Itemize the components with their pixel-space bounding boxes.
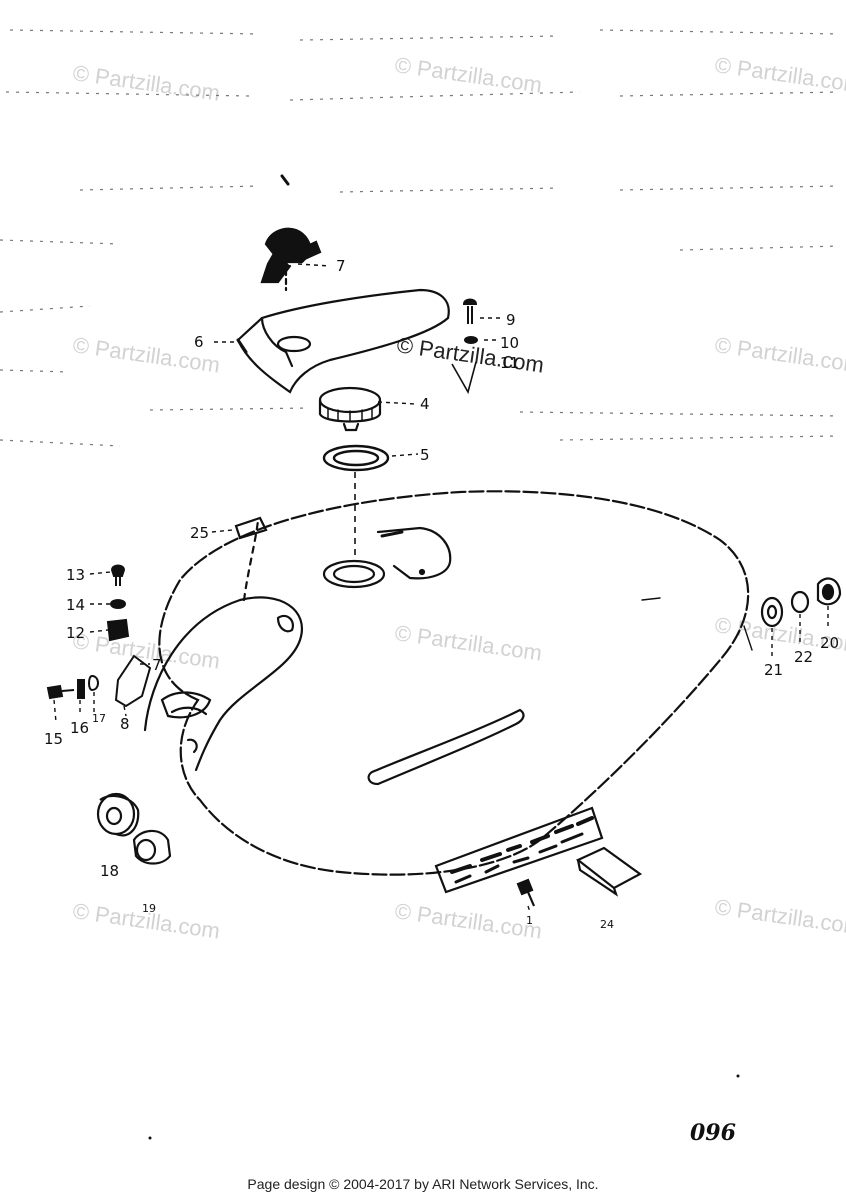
callout-7: 7: [336, 257, 346, 275]
fuel-cap: [318, 386, 382, 432]
footer-copyright: Page design © 2004-2017 by ARI Network S…: [247, 1176, 599, 1192]
callout-22: 22: [794, 648, 813, 666]
callout-15: 15: [44, 730, 63, 748]
cushions-left: [96, 792, 172, 865]
callout-25: 25: [190, 524, 209, 542]
cushions-right: [760, 577, 842, 628]
watermark: © Partzilla.com: [713, 52, 846, 97]
watermarks: © Partzilla.com © Partzilla.com © Partzi…: [71, 52, 846, 943]
cap-lock: [260, 174, 322, 292]
watermark: © Partzilla.com: [71, 628, 221, 673]
screw-9: [451, 298, 478, 395]
callout-10: 10: [500, 334, 519, 352]
callout-18: 18: [100, 862, 119, 880]
watermark: © Partzilla.com: [713, 332, 846, 377]
callout-12: 12: [66, 624, 85, 642]
callout-6: 6: [194, 333, 204, 351]
callout-13: 13: [66, 566, 85, 584]
scan-noise: [0, 29, 841, 447]
watermark: © Partzilla.com: [393, 52, 543, 97]
callout-4: 4: [420, 395, 430, 413]
watermark: © Partzilla.com: [393, 898, 543, 943]
gasket: [322, 444, 390, 472]
page-number: 096: [690, 1120, 736, 1146]
callout-20: 20: [820, 634, 839, 652]
tank-top-cover: [236, 288, 450, 394]
emblem: [434, 806, 604, 894]
callout-labels: 7 6 9 10 11 4 5 25 13 14 12 7 15 16 17 8…: [44, 257, 839, 931]
bottom-parts: [516, 846, 643, 907]
callout-17: 17: [92, 712, 106, 725]
callout-11: 11: [500, 354, 519, 372]
scan-dot: [736, 1074, 740, 1078]
callout-9: 9: [506, 311, 516, 329]
watermark: © Partzilla.com: [393, 620, 543, 665]
callout-1: 1: [526, 914, 533, 927]
callout-16: 16: [70, 719, 89, 737]
left-fasteners: [46, 564, 152, 708]
callout-14: 14: [66, 596, 85, 614]
callout-8: 8: [120, 715, 130, 733]
watermark: © Partzilla.com: [713, 894, 846, 939]
fuel-tank: [143, 490, 753, 894]
leader-lines: [53, 263, 829, 913]
callout-19: 19: [142, 902, 156, 915]
callout-7b: 7: [152, 656, 162, 674]
callout-24: 24: [600, 918, 614, 931]
callout-5: 5: [420, 446, 430, 464]
callout-21: 21: [764, 661, 783, 679]
watermark: © Partzilla.com: [71, 60, 221, 105]
scan-dot: [148, 1136, 152, 1140]
pad-25: [234, 516, 268, 540]
